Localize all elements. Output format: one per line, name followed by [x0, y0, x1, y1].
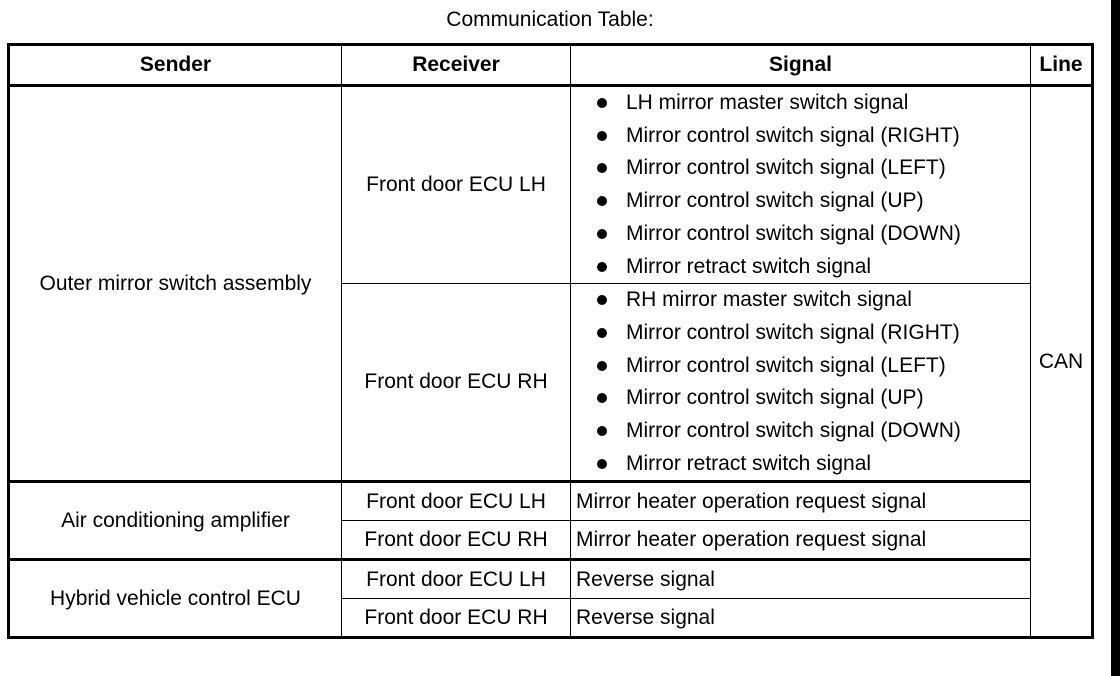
signal-item: Mirror retract switch signal	[576, 251, 1025, 284]
signal-item: LH mirror master switch signal	[576, 87, 1025, 120]
receiver-cell: Front door ECU LH	[341, 481, 571, 522]
sender-cell: Air conditioning amplifier	[8, 481, 342, 562]
signal-cell: Mirror heater operation request signal	[570, 520, 1031, 562]
receiver-cell: Front door ECU RH	[341, 598, 571, 639]
signal-item: Mirror control switch signal (DOWN)	[576, 218, 1025, 251]
header-line: Line	[1030, 44, 1093, 87]
signal-item: Mirror control switch signal (LEFT)	[576, 152, 1025, 185]
signal-list: RH mirror master switch signal Mirror co…	[576, 284, 1025, 480]
table-caption: Communication Table:	[446, 8, 654, 31]
table-row: Front door ECU RH Mirror heater operatio…	[9, 520, 1093, 562]
table-row: Hybrid vehicle control ECU Front door EC…	[8, 559, 1093, 639]
receiver-cell: Front door ECU LH	[341, 559, 571, 600]
line-cell: CAN	[1030, 84, 1093, 639]
communication-table: Sender Receiver Signal Line Outer mirror…	[7, 43, 1094, 640]
table-row: Front door ECU RH Reverse signal	[9, 598, 1093, 639]
signal-cell: Reverse signal	[570, 598, 1031, 639]
receiver-cell: Front door ECU LH	[341, 84, 571, 285]
header-signal: Signal	[570, 44, 1031, 87]
signal-cell: LH mirror master switch signal Mirror co…	[570, 84, 1031, 285]
sender-cell: Hybrid vehicle control ECU	[8, 559, 342, 639]
signal-cell: RH mirror master switch signal Mirror co…	[570, 283, 1031, 484]
signal-cell: Reverse signal	[570, 559, 1031, 600]
signal-cell: Mirror heater operation request signal	[570, 481, 1031, 522]
sender-cell: Outer mirror switch assembly	[8, 84, 342, 484]
header-receiver: Receiver	[341, 44, 571, 87]
header-sender: Sender	[8, 44, 342, 87]
table-row: Front door ECU RH RH mirror master switc…	[9, 283, 1093, 484]
page-edge-bar	[1111, 0, 1120, 676]
signal-item: Mirror control switch signal (DOWN)	[576, 415, 1025, 448]
signal-item: Mirror control switch signal (UP)	[576, 185, 1025, 218]
table-row: Outer mirror switch assembly Front door …	[8, 84, 1093, 639]
signal-item: Mirror control switch signal (LEFT)	[576, 350, 1025, 383]
signal-item: RH mirror master switch signal	[576, 284, 1025, 317]
signal-list: LH mirror master switch signal Mirror co…	[576, 87, 1025, 283]
signal-item: Mirror control switch signal (UP)	[576, 382, 1025, 415]
receiver-cell: Front door ECU RH	[341, 520, 571, 562]
signal-item: Mirror control switch signal (RIGHT)	[576, 120, 1025, 153]
signal-item: Mirror control switch signal (RIGHT)	[576, 317, 1025, 350]
header-row: Sender Receiver Signal Line	[8, 44, 1093, 87]
receiver-cell: Front door ECU RH	[341, 283, 571, 484]
table-row: Air conditioning amplifier Front door EC…	[8, 481, 1093, 562]
signal-item: Mirror retract switch signal	[576, 448, 1025, 481]
